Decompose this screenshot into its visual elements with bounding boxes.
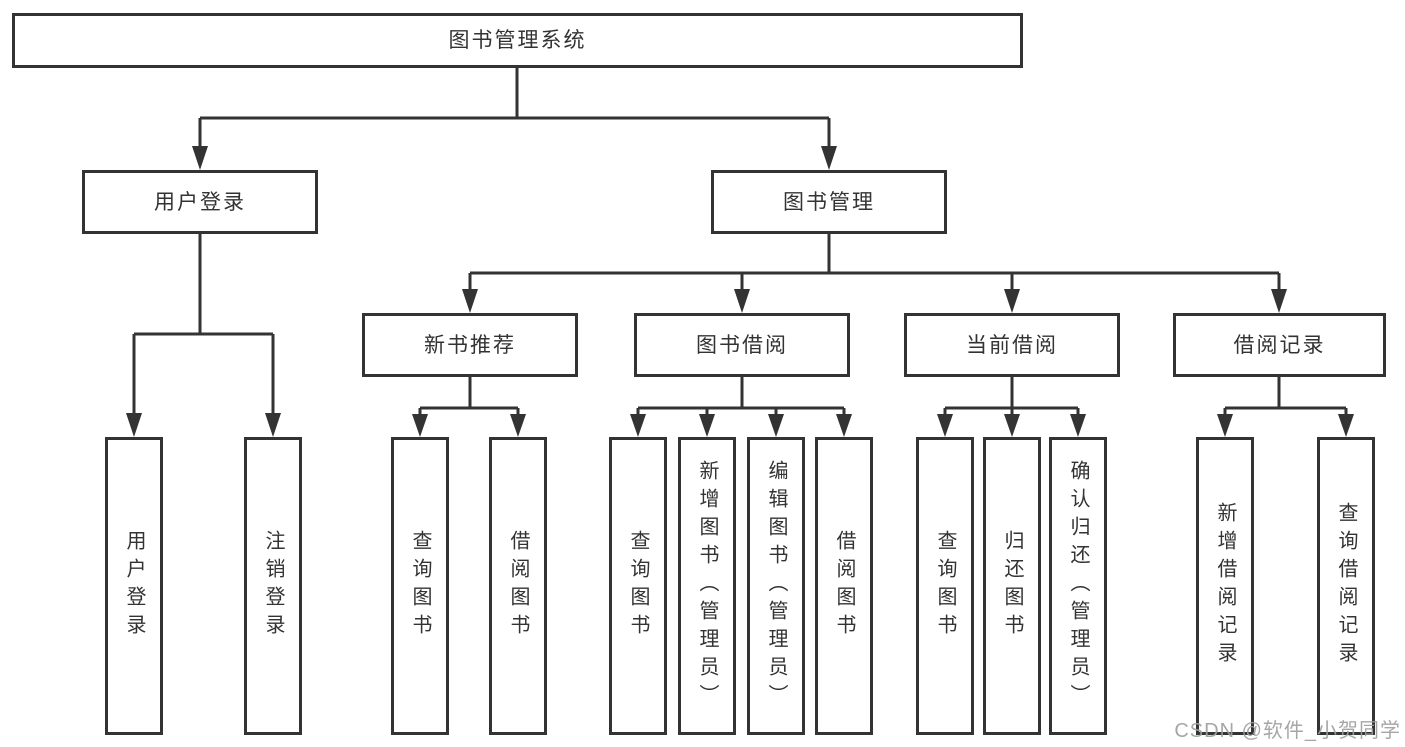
- node-book-borrow: 图书借阅: [634, 313, 850, 377]
- leaf-query-books-borrow: 查询图书: [609, 437, 667, 735]
- csdn-watermark: CSDN @软件_小贺同学: [1174, 720, 1401, 742]
- leaf-query-books-current: 查询图书: [916, 437, 974, 735]
- leaf-borrow-books: 借阅图书: [815, 437, 873, 735]
- leaf-edit-books-admin: 编辑图书（管理员）: [747, 437, 805, 735]
- leaf-return-books: 归还图书: [983, 437, 1041, 735]
- leaf-confirm-return-admin: 确认归还（管理员）: [1049, 437, 1107, 735]
- node-current-borrow: 当前借阅: [904, 313, 1120, 377]
- leaf-logout: 注销登录: [244, 437, 302, 735]
- node-borrow-records: 借阅记录: [1173, 313, 1386, 377]
- leaf-user-login: 用户登录: [105, 437, 163, 735]
- leaf-query-books-recommend: 查询图书: [391, 437, 449, 735]
- leaf-query-books-recommend-label: 查询图书: [409, 530, 431, 642]
- node-new-book-recommend: 新书推荐: [362, 313, 578, 377]
- leaf-borrow-books-recommend-label: 借阅图书: [507, 530, 529, 642]
- leaf-logout-label: 注销登录: [262, 530, 284, 642]
- node-library-management-system: 图书管理系统: [12, 13, 1023, 68]
- leaf-add-borrow-record-label: 新增借阅记录: [1214, 502, 1236, 670]
- node-book-management: 图书管理: [711, 170, 947, 234]
- leaf-query-borrow-record-label: 查询借阅记录: [1335, 502, 1357, 670]
- leaf-return-books-label: 归还图书: [1001, 530, 1023, 642]
- leaf-borrow-books-recommend: 借阅图书: [489, 437, 547, 735]
- leaf-query-borrow-record: 查询借阅记录: [1317, 437, 1375, 735]
- node-user-login: 用户登录: [82, 170, 318, 234]
- leaf-confirm-return-admin-label: 确认归还（管理员）: [1067, 460, 1089, 712]
- leaf-borrow-books-label: 借阅图书: [833, 530, 855, 642]
- leaf-edit-books-admin-label: 编辑图书（管理员）: [765, 460, 787, 712]
- leaf-add-books-admin-label: 新增图书（管理员）: [696, 460, 718, 712]
- leaf-query-books-borrow-label: 查询图书: [627, 530, 649, 642]
- leaf-user-login-label: 用户登录: [123, 530, 145, 642]
- leaf-add-borrow-record: 新增借阅记录: [1196, 437, 1254, 735]
- leaf-add-books-admin: 新增图书（管理员）: [678, 437, 736, 735]
- leaf-query-books-current-label: 查询图书: [934, 530, 956, 642]
